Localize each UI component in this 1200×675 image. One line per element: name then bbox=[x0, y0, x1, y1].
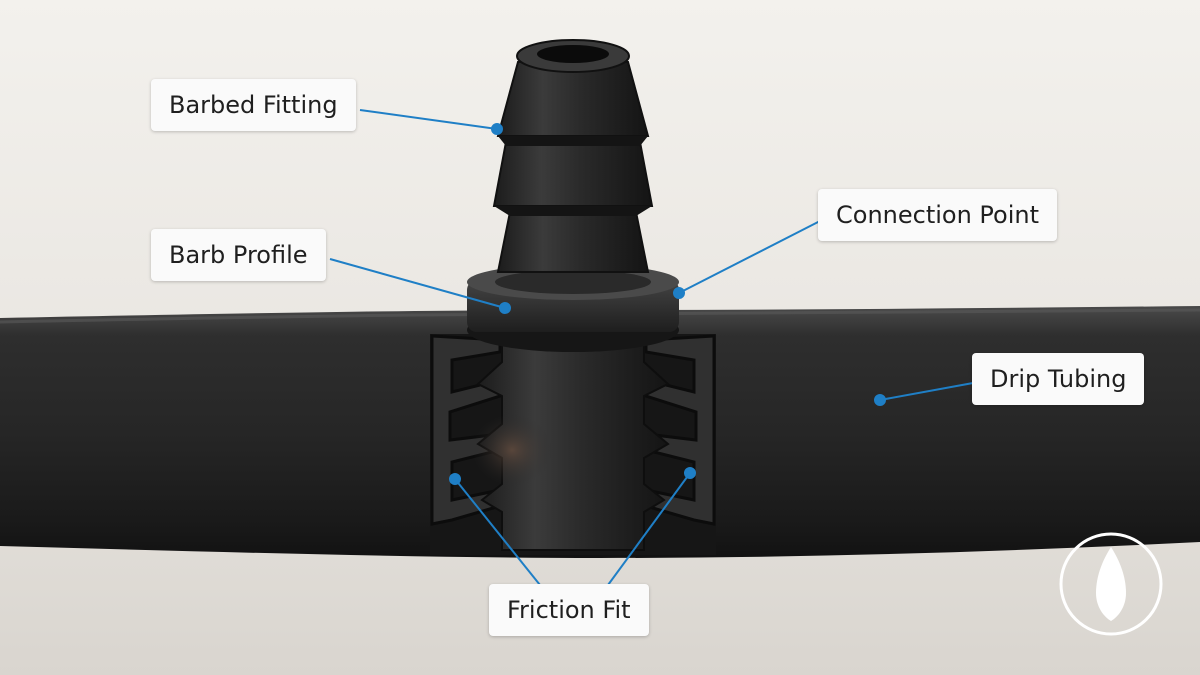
leader-barbed-fitting bbox=[359, 109, 498, 130]
drop-emblem-icon bbox=[1059, 532, 1163, 636]
fitting-collar bbox=[467, 264, 679, 352]
label-connection-point: Connection Point bbox=[818, 189, 1058, 241]
label-friction-fit: Friction Fit bbox=[489, 584, 649, 636]
label-drip-tubing: Drip Tubing bbox=[972, 353, 1145, 405]
leader-drip-tubing bbox=[879, 382, 974, 401]
label-barbed-fitting: Barbed Fitting bbox=[151, 79, 356, 131]
label-barb-profile: Barb Profile bbox=[151, 229, 326, 281]
barbed-fitting-upper bbox=[492, 39, 654, 273]
fitting-lower-stem bbox=[472, 319, 670, 551]
leader-friction-fit-right bbox=[607, 472, 691, 586]
leader-lines bbox=[329, 109, 974, 586]
leader-friction-fit-left bbox=[454, 478, 541, 586]
leader-barb-profile bbox=[329, 258, 506, 309]
leader-connection-point bbox=[678, 220, 821, 294]
